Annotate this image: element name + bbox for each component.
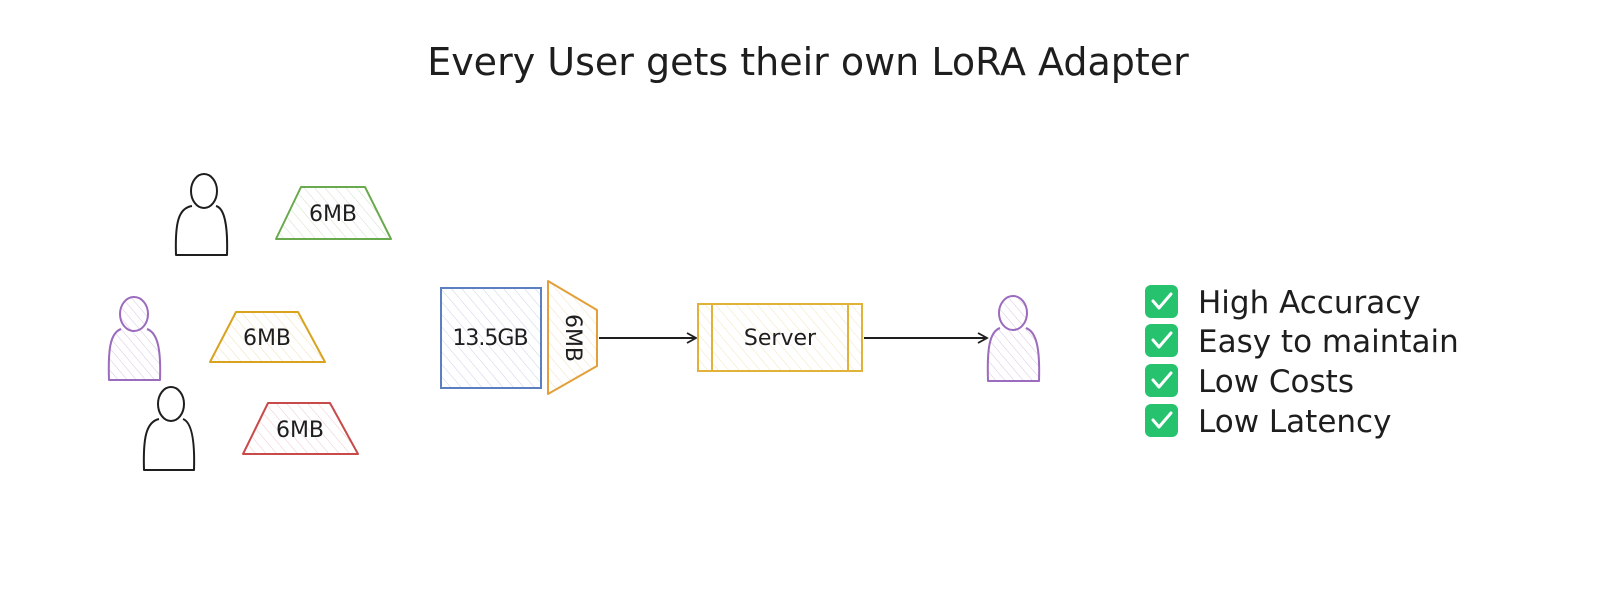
base-model-block: 13.5GB bbox=[440, 287, 542, 389]
output-user-icon bbox=[986, 295, 1041, 382]
user-icon-2 bbox=[107, 296, 162, 381]
adapter-red-size: 6MB bbox=[276, 418, 324, 443]
base-model-size: 13.5GB bbox=[452, 326, 527, 351]
user-icon-3 bbox=[142, 386, 196, 471]
attached-adapter: 6MB bbox=[547, 280, 598, 395]
benefit-label: Easy to maintain bbox=[1198, 324, 1459, 360]
server-block: Server bbox=[697, 303, 863, 372]
check-icon bbox=[1145, 404, 1178, 437]
diagram-title: Every User gets their own LoRA Adapter bbox=[427, 40, 1189, 84]
adapter-green-size: 6MB bbox=[309, 202, 357, 227]
benefit-item: Easy to maintain bbox=[1145, 324, 1459, 360]
check-icon bbox=[1145, 285, 1178, 318]
adapter-yellow-size: 6MB bbox=[243, 326, 291, 351]
benefit-item: Low Costs bbox=[1145, 364, 1354, 400]
benefits-list: High Accuracy Easy to maintain Low Costs… bbox=[1145, 285, 1459, 440]
check-icon bbox=[1145, 324, 1178, 357]
adapter-green: 6MB bbox=[275, 186, 392, 240]
server-label: Server bbox=[744, 326, 817, 351]
adapter-yellow: 6MB bbox=[209, 311, 326, 363]
benefit-item: Low Latency bbox=[1145, 404, 1391, 440]
benefit-label: Low Latency bbox=[1198, 404, 1391, 440]
check-icon bbox=[1145, 364, 1178, 397]
user-icon-1 bbox=[174, 173, 229, 256]
attached-adapter-size: 6MB bbox=[560, 314, 585, 362]
benefit-label: Low Costs bbox=[1198, 364, 1354, 400]
benefit-item: High Accuracy bbox=[1145, 285, 1421, 321]
adapter-red: 6MB bbox=[242, 402, 359, 455]
benefit-label: High Accuracy bbox=[1198, 285, 1421, 321]
